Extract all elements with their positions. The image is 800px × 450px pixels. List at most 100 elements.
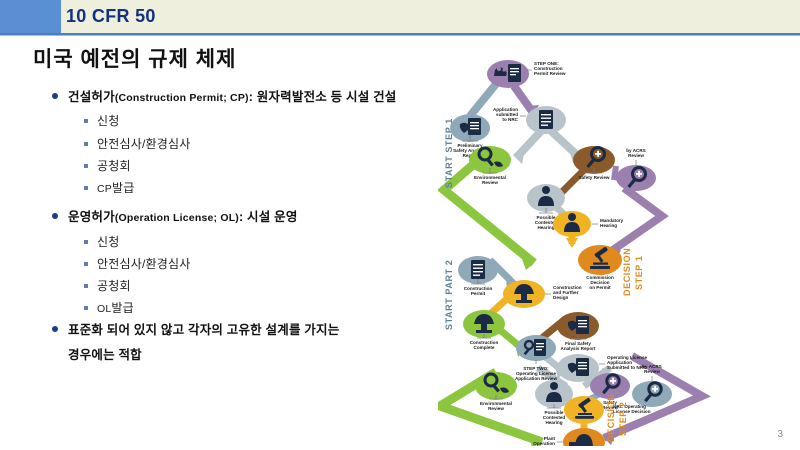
page-title: 미국 예전의 규제 체제 <box>33 48 237 71</box>
node-label: Review <box>628 153 644 158</box>
node-label: STEP ONE: <box>534 61 559 66</box>
node-plant-operation: Plant Operation <box>533 428 605 446</box>
node-label: Complete <box>474 345 495 350</box>
node-construction-permit: Construction Permit <box>458 256 498 296</box>
magnifier-plus-icon <box>602 373 621 395</box>
judge-icon <box>564 213 580 232</box>
node-possible-contested-hearing-2: Possible Contested Hearing <box>535 380 573 425</box>
judge-icon <box>546 382 562 402</box>
node-commission-decision-on-permit: Commission Decision on Permit <box>578 245 622 290</box>
node-label: Hearing <box>545 420 562 425</box>
magnifier-plus-icon <box>586 146 606 169</box>
sub-bullet-cp-safety-env-review: 안전심사/환경심사 <box>38 135 458 154</box>
sub-bullet-square-icon <box>84 283 88 288</box>
magnifier-plus-icon <box>627 166 647 189</box>
node-nrc-operating-license-decision: NRC Operating License Decision <box>564 396 651 424</box>
page-number: 3 <box>777 429 783 440</box>
rail-label-decision-step-2-line1: DECISION <box>606 394 616 442</box>
node-label: Contested <box>543 415 566 420</box>
node-label: Final Safety <box>565 341 591 346</box>
node-label: Application <box>493 107 518 112</box>
node-label: submitted <box>496 112 518 117</box>
header-rule <box>0 33 800 35</box>
node-label: Possible <box>537 215 556 220</box>
bullet-text: 표준화 되어 있지 않고 각자의 고유한 설계를 가지는 <box>68 321 339 340</box>
node-label: Review <box>488 406 504 411</box>
rail-label-decision-step-1-line1: DECISION <box>622 248 632 296</box>
node-label: Environmental <box>474 175 506 180</box>
node-label: Safety Review <box>579 175 610 180</box>
document-icon <box>539 110 553 129</box>
header-rule-light <box>0 35 800 36</box>
node-label: on Permit <box>589 285 611 290</box>
node-label: Hearing <box>600 223 617 228</box>
node-safety-review-1: Safety Review <box>573 146 615 180</box>
sub-bullet-square-icon <box>84 239 88 244</box>
sub-bullet-text: 공청회 <box>97 278 131 293</box>
band-purple-step2 <box>602 352 711 445</box>
sub-bullet-text: 안전심사/환경심사 <box>97 136 191 151</box>
sub-bullet-cp-application: 신청 <box>38 112 458 131</box>
gavel-icon <box>575 397 594 419</box>
node-label: STEP TWO: <box>523 366 549 371</box>
node-label: Environmental <box>480 401 512 406</box>
header-title: 10 CFR 50 <box>66 6 156 26</box>
node-safety-review-2: Safety Review <box>590 373 630 410</box>
sub-bullet-square-icon <box>84 141 88 146</box>
node-label: Analysis Report <box>561 346 596 351</box>
node-construction-and-further-design: Construction and Further Design <box>503 280 582 308</box>
node-label: Review <box>482 180 498 185</box>
plant-icon <box>569 434 593 446</box>
bullet-text: 건설허가(Construction Permit; CP): 원자력발전소 등 … <box>68 88 397 107</box>
node-construction-complete: Construction Complete <box>463 310 505 350</box>
bullet-operation-license: 운영허가(Operation License; OL): 시설 운영 <box>38 208 458 227</box>
sub-bullet-cp-public-hearing: 공청회 <box>38 157 458 176</box>
bullet-construction-permit: 건설허가(Construction Permit; CP): 원자력발전소 등 … <box>38 88 458 107</box>
bullet-en: (Construction Permit; CP) <box>114 92 249 104</box>
node-label: Preliminary <box>457 143 482 148</box>
node-label: Construction <box>464 286 493 291</box>
bullet-text: 운영허가(Operation License; OL): 시설 운영 <box>68 208 298 227</box>
node-label: Permit <box>471 291 486 296</box>
sub-bullet-ol-public-hearing: 공청회 <box>38 277 458 296</box>
sub-bullet-ol-issuance: OL발급 <box>38 299 458 318</box>
node-label: Operation <box>533 441 555 446</box>
node-label: to NRC <box>502 117 518 122</box>
rail-decision-step-1: DECISION STEP 1 <box>622 248 644 296</box>
sub-bullet-text: 신청 <box>97 234 120 249</box>
bullet-non-standardized-design: 표준화 되어 있지 않고 각자의 고유한 설계를 가지는 <box>38 321 458 340</box>
magnifier-leaf-icon <box>477 146 503 167</box>
gavel-icon <box>590 246 610 269</box>
document-review-icon <box>523 339 546 356</box>
licensing-process-diagram: .nlab{font-family:"Liberation Sans",sans… <box>438 38 800 446</box>
band-step1-review <box>557 165 619 197</box>
sub-bullet-text: 공청회 <box>97 158 131 173</box>
sub-bullet-text: 신청 <box>97 114 120 129</box>
sub-bullet-square-icon <box>84 163 88 168</box>
header-blue-block <box>0 0 61 33</box>
node-possible-contested-hearing-1: Possible Contested Hearing <box>527 184 565 230</box>
node-label: Application <box>607 360 632 365</box>
rail-label-start-part-2: START PART 2 <box>444 260 454 330</box>
sub-bullet-square-icon <box>84 261 88 266</box>
node-label: Safety <box>603 400 617 405</box>
bullet-ko-lead: 건설허가 <box>68 90 115 104</box>
node-operating-license-application-submitted-to-nrc: Operating License Application Submitted … <box>557 354 648 382</box>
sub-bullet-ol-safety-env-review: 안전심사/환경심사 <box>38 255 458 274</box>
node-label: Safety Analysis <box>453 148 487 153</box>
node-label: and Further <box>553 290 579 295</box>
judge-icon <box>538 186 554 206</box>
node-label: Construction <box>534 66 563 71</box>
node-review-by-acrs-2: Review by ACRS <box>632 364 672 407</box>
magnifier-plus-icon <box>644 381 663 403</box>
bullet-line-1: 표준화 되어 있지 않고 각자의 고유한 설계를 가지는 <box>68 323 340 338</box>
bullet-dot-icon <box>52 213 58 220</box>
document-review-icon <box>494 64 521 82</box>
sub-bullet-en: OL <box>97 303 112 316</box>
band-grey-step1 <box>466 81 581 164</box>
bullet-ko-tail: : 원자력발전소 등 시설 건설 <box>248 90 397 104</box>
rail-start-part-2: START PART 2 <box>444 260 454 330</box>
node-label: by ACRS <box>642 364 661 369</box>
node-label: Commission <box>586 275 614 280</box>
node-label: Review <box>602 405 618 410</box>
